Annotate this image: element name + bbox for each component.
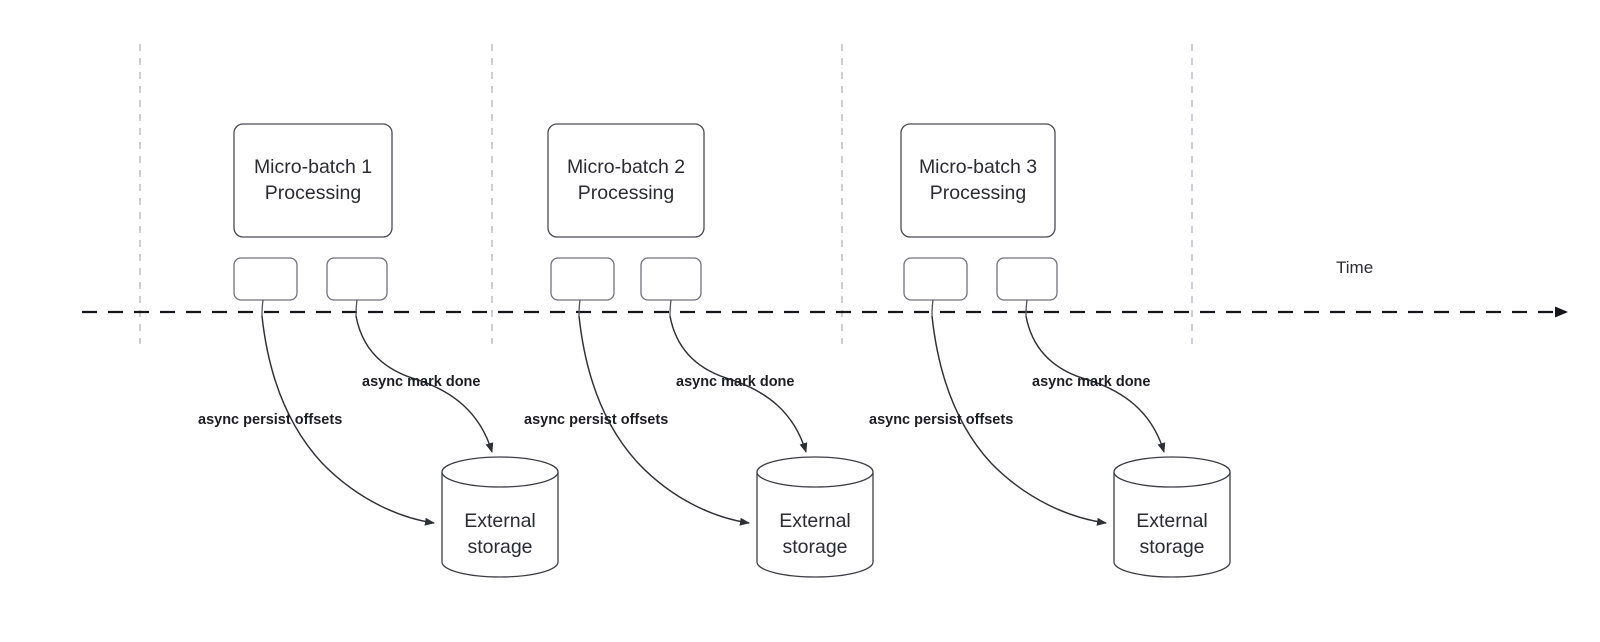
group-3-external-storage[interactable]: External storage <box>1113 456 1231 578</box>
group-2: Micro-batch 2 Processing async persist o… <box>524 123 874 578</box>
group-3-mark-done-label: async mark done <box>1032 374 1150 390</box>
group-2-mark-done-arrow <box>669 315 808 453</box>
micro-batch-2-label-line1: Micro-batch 2 <box>567 156 685 178</box>
group-2-storage-label-line1: External <box>779 510 851 532</box>
micro-batch-2-label-line2: Processing <box>578 182 674 204</box>
group-2-storage-top <box>756 456 874 488</box>
group-1-external-storage[interactable]: External storage <box>441 456 559 578</box>
group-1-storage-body <box>441 472 559 578</box>
group-1-mark-done-label: async mark done <box>362 374 480 390</box>
micro-batch-2-box[interactable] <box>547 123 705 238</box>
group-1-storage-top <box>441 456 559 488</box>
group-3: Micro-batch 3 Processing async persist o… <box>869 123 1231 578</box>
group-2-persist-offsets-arrow <box>578 315 750 526</box>
time-axis-label: Time <box>1336 258 1373 277</box>
group-1-task-box-b[interactable] <box>326 257 388 301</box>
group-3-task-box-a[interactable] <box>903 257 968 301</box>
micro-batch-1-label-line1: Micro-batch 1 <box>254 156 372 178</box>
group-2-storage-body <box>756 472 874 578</box>
group-2-external-storage[interactable]: External storage <box>756 456 874 578</box>
group-3-storage-label-line1: External <box>1136 510 1208 532</box>
group-3-task-box-b[interactable] <box>996 257 1058 301</box>
group-3-mark-done-arrow <box>1025 315 1166 453</box>
group-1-task-box-a[interactable] <box>233 257 298 301</box>
group-1-storage-label-line1: External <box>464 510 536 532</box>
micro-batch-3-label-line1: Micro-batch 3 <box>919 156 1037 178</box>
time-axis: Time <box>82 258 1568 318</box>
group-3-storage-body <box>1113 472 1231 578</box>
micro-batch-3-label-line2: Processing <box>930 182 1026 204</box>
micro-batch-3-box[interactable] <box>900 123 1056 238</box>
group-1: Micro-batch 1 Processing async persist o… <box>198 123 559 578</box>
group-2-stem-b <box>669 299 672 317</box>
micro-batch-1-label-line2: Processing <box>265 182 361 204</box>
group-3-persist-offsets-label: async persist offsets <box>869 412 1013 428</box>
group-2-task-box-a[interactable] <box>550 257 615 301</box>
group-2-persist-offsets-label: async persist offsets <box>524 412 668 428</box>
group-1-stem-a <box>261 299 264 317</box>
group-3-persist-offsets-arrow <box>931 315 1107 526</box>
micro-batch-1-box[interactable] <box>233 123 393 238</box>
group-2-task-box-b[interactable] <box>640 257 702 301</box>
group-1-persist-offsets-arrow <box>261 315 435 526</box>
group-3-stem-a <box>931 299 934 317</box>
group-1-storage-label-line2: storage <box>467 536 532 558</box>
group-3-storage-label-line2: storage <box>1139 536 1204 558</box>
group-2-mark-done-label: async mark done <box>676 374 794 390</box>
group-2-storage-label-line2: storage <box>782 536 847 558</box>
group-1-mark-done-arrow <box>355 315 494 453</box>
group-1-stem-b <box>355 299 358 317</box>
group-2-stem-a <box>578 299 581 317</box>
group-3-stem-b <box>1025 299 1028 317</box>
group-1-persist-offsets-label: async persist offsets <box>198 412 342 428</box>
group-3-storage-top <box>1113 456 1231 488</box>
